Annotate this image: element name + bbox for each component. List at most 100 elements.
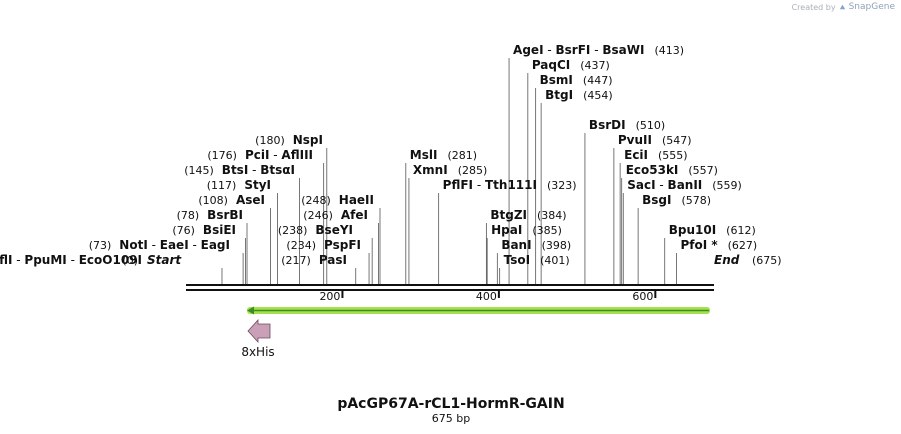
site-label: NspI (293, 133, 323, 147)
site-bsrdi[interactable]: BsrDI(510) (589, 118, 665, 132)
site-haeii[interactable]: HaeII(248) (301, 193, 374, 207)
site-enzyme: EagI (201, 238, 230, 252)
site-enzyme: BsrDI (589, 118, 626, 132)
site-position: (437) (580, 59, 610, 72)
site-enzyme: BsiEI (203, 223, 236, 237)
site-position: (401) (540, 254, 570, 267)
site-tsoi[interactable]: TsoI (401) (504, 253, 570, 267)
site-afei[interactable]: AfeI(246) (303, 208, 368, 222)
site-separator: - (189, 238, 201, 252)
site-label: PfoI * (680, 238, 718, 252)
site-position: (281) (447, 149, 477, 162)
site-enzyme: BtsI (222, 163, 249, 177)
site-enzyme: PspFI (324, 238, 361, 252)
site-eco53ki[interactable]: Eco53kI (557) (626, 163, 718, 177)
site-separator: - (590, 43, 602, 57)
site-enzyme: TsoI (504, 253, 530, 267)
site-pasi[interactable]: PasI(217) (281, 253, 347, 267)
site-styi[interactable]: StyI(117) (207, 178, 271, 192)
site-label: BsmI (540, 73, 573, 87)
site-bsmi[interactable]: BsmI (447) (540, 73, 613, 87)
site-btsi-btsi[interactable]: BtsI - BtsαI(145) (184, 163, 295, 177)
site-position: (413) (654, 44, 684, 57)
site-msli[interactable]: MslI (281) (410, 148, 477, 162)
site-position: (76) (172, 224, 195, 237)
site-label: PaqCI (532, 58, 570, 72)
site-label: AgeI - BsrFI - BsaWI (513, 43, 644, 57)
site-enzyme: EciI (624, 148, 648, 162)
site-ecii[interactable]: EciI (555) (624, 148, 687, 162)
start-label: Start (147, 253, 182, 267)
site-bpu10i[interactable]: Bpu10I(612) (669, 223, 756, 237)
site-agei-bsrfi-bsawi[interactable]: AgeI - BsrFI - BsaWI (413) (513, 43, 684, 57)
site-position: (176) (207, 149, 237, 162)
ruler-label: 200 (319, 290, 340, 303)
site-label: AseI (236, 193, 265, 207)
site-separator: - (544, 43, 556, 57)
site-position: (246) (303, 209, 333, 222)
site-separator: - (12, 253, 24, 267)
site-position: (547) (662, 134, 692, 147)
site-position: (555) (658, 149, 688, 162)
site-label: MslI (410, 148, 438, 162)
site-label: BsrDI (589, 118, 626, 132)
site-enzyme: PfoI * (680, 238, 718, 252)
site-bseyi[interactable]: BseYI(238) (278, 223, 353, 237)
site-position: (180) (255, 134, 285, 147)
site-pcii-afliii[interactable]: PciI - AflIII(176) (207, 148, 313, 162)
site-enzyme: BsgI (642, 193, 671, 207)
site-position: (454) (583, 89, 613, 102)
site-position: (559) (712, 179, 742, 192)
site-enzyme: NspI (293, 133, 323, 147)
site-noti-eaei-eagi[interactable]: NotI - EaeI - EagI(73) (89, 238, 230, 252)
site-btgi[interactable]: BtgI (454) (545, 88, 613, 102)
site-enzyme: BanII (668, 178, 703, 192)
site-label: StyI (244, 178, 271, 192)
sequence-backbone (186, 284, 714, 291)
site-enzyme: BanI (501, 238, 531, 252)
site-asei[interactable]: AseI(108) (198, 193, 265, 207)
site-bsrbi[interactable]: BsrBI(78) (177, 208, 243, 222)
site-enzyme: BtgI (545, 88, 573, 102)
site-separator: - (473, 178, 485, 192)
green-feature-arrow[interactable] (247, 306, 710, 315)
site-label: BtsI - BtsαI (222, 163, 295, 177)
site-pvuii[interactable]: PvuII (547) (618, 133, 692, 147)
site-enzyme: AgeI (513, 43, 543, 57)
site-btgzi[interactable]: BtgZI(384) (490, 208, 566, 222)
site-bsiei[interactable]: BsiEI (76) (172, 223, 236, 237)
site-kfli-ppumi-ecoo109i[interactable]: KflI - PpuMI - EcoO109I(46) (0, 253, 142, 267)
site-xmni[interactable]: XmnI(285) (413, 163, 487, 177)
site-enzyme: AflIII (281, 148, 313, 162)
site-enzyme: PvuII (618, 133, 652, 147)
site-enzyme: Tth111I (485, 178, 537, 192)
site-enzyme: EaeI (160, 238, 189, 252)
site-pfoi[interactable]: PfoI *(627) (680, 238, 757, 252)
site-enzyme: HpaI (491, 223, 522, 237)
8xhis-label: 8xHis (241, 345, 274, 359)
site-position: (398) (542, 239, 572, 252)
site-enzyme: Bpu10I (669, 223, 716, 237)
site-label: HpaI (491, 223, 522, 237)
site-position: (447) (583, 74, 613, 87)
site-position: (384) (537, 209, 567, 222)
site-hpai[interactable]: HpaI(385) (491, 223, 562, 237)
site-saci-banii[interactable]: SacI - BanII(559) (627, 178, 742, 192)
site-label: KflI - PpuMI - EcoO109I (0, 253, 142, 267)
site-paqci[interactable]: PaqCI (437) (532, 58, 610, 72)
site-position: (557) (688, 164, 718, 177)
site-enzyme: EcoO109I (79, 253, 142, 267)
site-nspi[interactable]: NspI (180) (255, 133, 323, 147)
site-enzyme: Eco53kI (626, 163, 679, 177)
site-enzyme: SacI (627, 178, 655, 192)
site-pspfi[interactable]: PspFI(234) (286, 238, 361, 252)
end-label: End (714, 253, 740, 267)
site-leader-lines (221, 58, 677, 285)
site-label: TsoI (504, 253, 530, 267)
feature-8xhis[interactable]: 8xHis (241, 318, 275, 359)
site-pflfi-tth111i[interactable]: PflFI - Tth111I(323) (443, 178, 577, 192)
site-bsgi[interactable]: BsgI(578) (642, 193, 711, 207)
site-bani[interactable]: BanI (398) (501, 238, 571, 252)
site-enzyme: NotI (119, 238, 148, 252)
